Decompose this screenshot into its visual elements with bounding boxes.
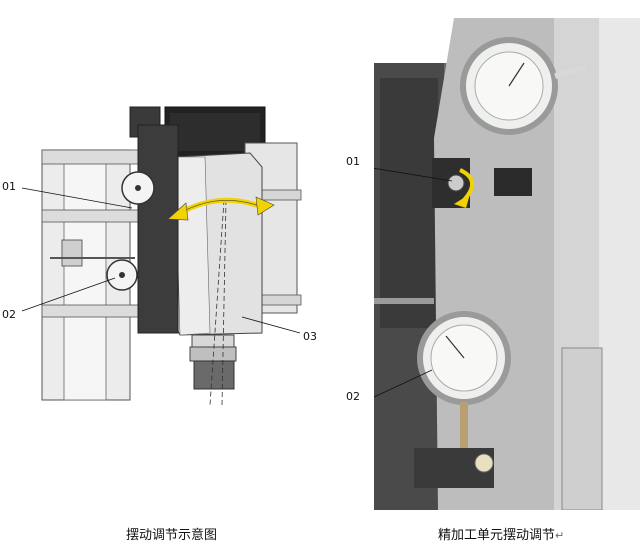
frame-top-rail	[41, 149, 141, 165]
label-r02: 02	[346, 390, 360, 403]
side-bracket	[61, 239, 83, 267]
leader-03	[241, 316, 301, 334]
housing-face	[174, 156, 211, 336]
knob	[474, 453, 494, 473]
swing-adjust-diagram: 01 02 03	[0, 95, 340, 415]
label-r01: 01	[346, 155, 360, 168]
spindle-nose	[193, 360, 235, 390]
right-caption: 精加工单元摆动调节↵	[438, 524, 564, 543]
spindle-ring	[189, 346, 237, 362]
outer-rail	[599, 18, 640, 510]
label-02: 02	[2, 308, 16, 321]
left-caption: 摆动调节示意图	[126, 528, 218, 543]
double-arrow-icon	[167, 196, 275, 221]
leader-01	[21, 187, 133, 209]
lower-block	[561, 347, 603, 511]
side-rod	[374, 298, 434, 304]
left-diagram-svg: 01 02 03	[2, 106, 317, 406]
upper-block	[494, 168, 532, 196]
adjust-screw	[447, 174, 465, 192]
dial-stem	[554, 65, 587, 79]
leader-r02	[371, 369, 433, 399]
finishing-unit-photo	[371, 18, 640, 511]
return-mark-icon: ↵	[555, 529, 565, 542]
frame-slot	[63, 154, 107, 401]
cabinet-opening	[380, 78, 438, 328]
leader-r01	[371, 167, 453, 182]
right-caption-text: 精加工单元摆动调节	[438, 528, 556, 543]
label-01: 01	[2, 180, 16, 193]
frame-low-rail	[41, 304, 141, 318]
label-03: 03	[303, 330, 317, 343]
frame-mid-rail	[41, 209, 141, 223]
right-photo-svg	[371, 18, 640, 511]
leader-02	[21, 277, 116, 312]
spindle-collar	[191, 334, 235, 348]
double-arrow-icon	[454, 168, 474, 208]
axis-line	[221, 199, 227, 406]
axis-line	[209, 199, 225, 406]
indicator-spring	[460, 402, 468, 462]
dark-arm	[137, 124, 179, 334]
right-label-layer: 01 02	[346, 155, 360, 403]
